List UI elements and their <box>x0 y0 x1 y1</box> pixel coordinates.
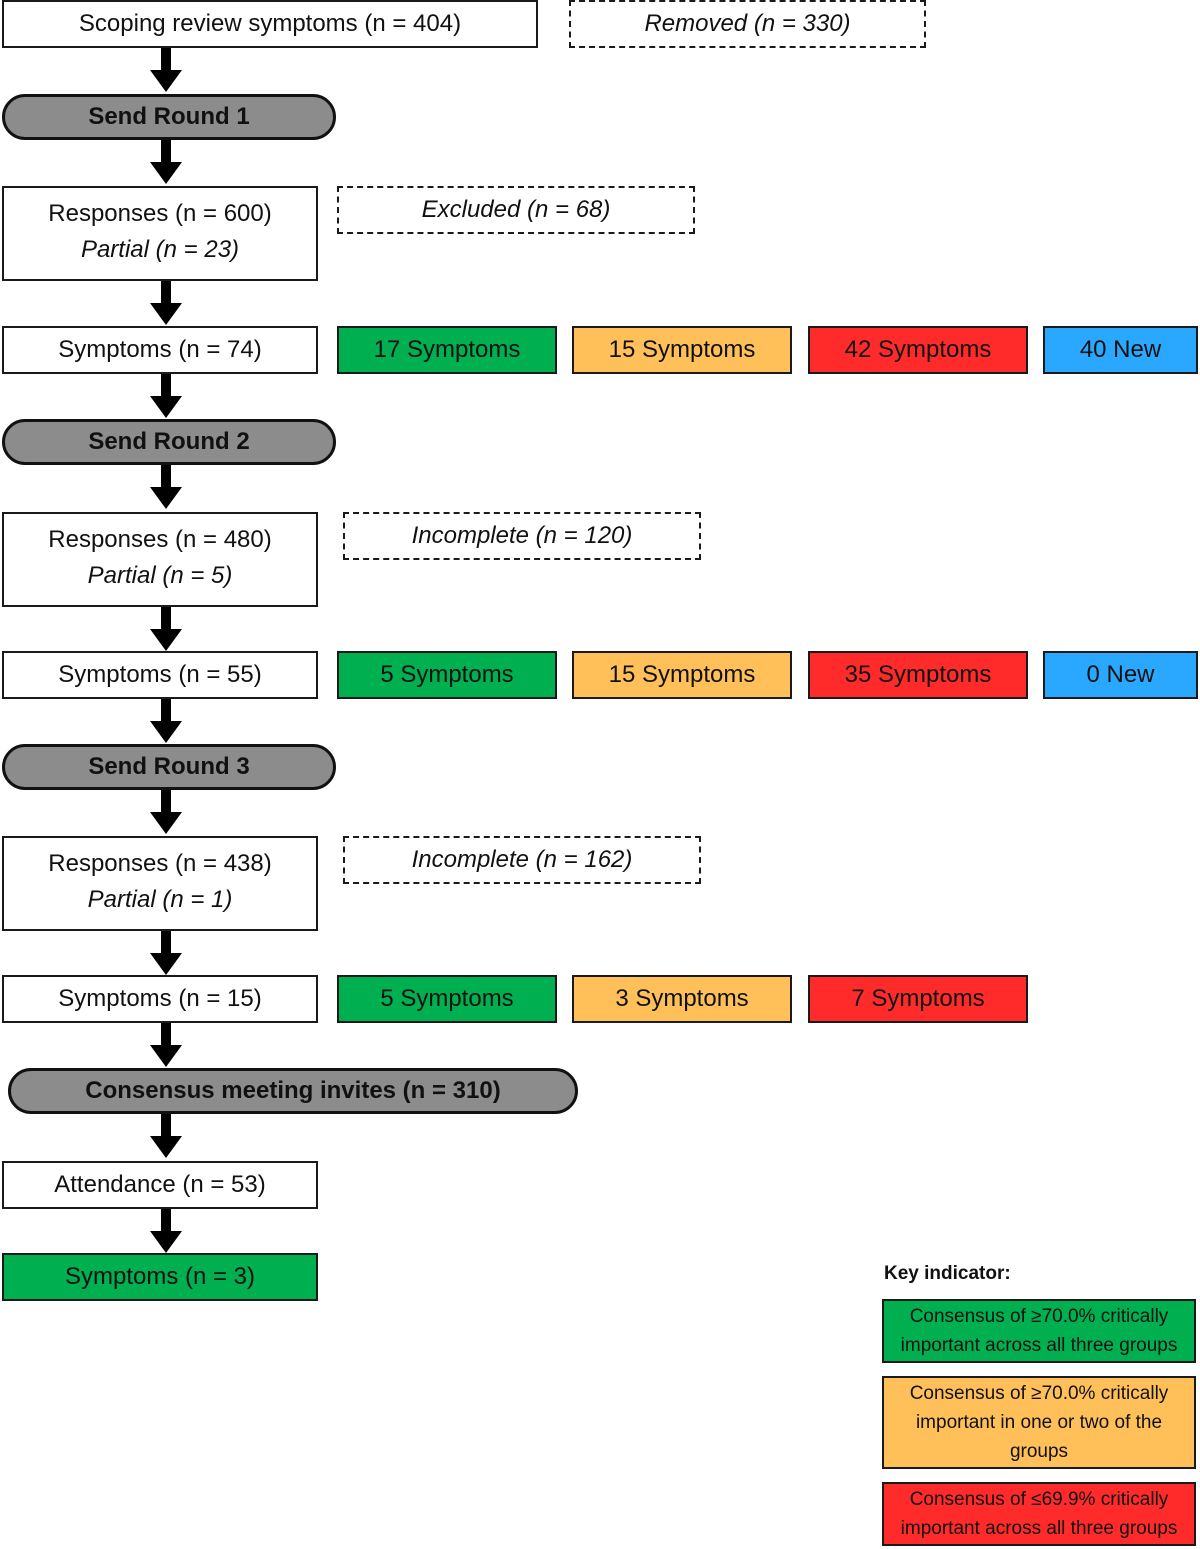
round2-red-box: 35 Symptoms <box>808 651 1028 699</box>
round2-partial-label: Partial (n = 5) <box>87 562 233 589</box>
key-green-box: Consensus of ≥70.0% critically important… <box>882 1299 1196 1363</box>
round1-partial-label: Partial (n = 23) <box>80 236 240 263</box>
arrow-down-icon <box>150 140 182 184</box>
round3-incomplete-label: Incomplete (n = 162) <box>411 846 633 873</box>
round1-orange-label: 15 Symptoms <box>608 336 756 363</box>
round3-orange-label: 3 Symptoms <box>615 985 749 1012</box>
round1-excluded-box: Excluded (n = 68) <box>337 186 695 234</box>
round2-new-box: 0 New <box>1043 651 1198 699</box>
round2-green-box: 5 Symptoms <box>337 651 557 699</box>
arrow-down-icon <box>150 465 182 509</box>
send-round-1: Send Round 1 <box>2 94 336 140</box>
round1-symptoms-label: Symptoms (n = 74) <box>58 336 262 363</box>
arrow-down-icon <box>150 374 182 418</box>
round2-orange-label: 15 Symptoms <box>608 661 756 688</box>
removed-box: Removed (n = 330) <box>569 0 926 48</box>
round2-orange-box: 15 Symptoms <box>572 651 792 699</box>
round1-green-label: 17 Symptoms <box>373 336 521 363</box>
round2-responses-box: Responses (n = 480) Partial (n = 5) <box>2 512 318 607</box>
round1-responses-box: Responses (n = 600) Partial (n = 23) <box>2 186 318 281</box>
round1-orange-box: 15 Symptoms <box>572 326 792 374</box>
consensus-meeting-invites: Consensus meeting invites (n = 310) <box>8 1068 578 1114</box>
round1-symptoms-box: Symptoms (n = 74) <box>2 326 318 374</box>
round3-responses-label: Responses (n = 438) <box>48 850 272 877</box>
arrow-down-icon <box>150 48 182 92</box>
arrow-down-icon <box>150 1209 182 1253</box>
send-round-2-label: Send Round 2 <box>88 428 250 455</box>
round2-incomplete-label: Incomplete (n = 120) <box>411 522 633 549</box>
arrow-down-icon <box>150 281 182 325</box>
round3-red-label: 7 Symptoms <box>851 985 985 1012</box>
round3-responses-box: Responses (n = 438) Partial (n = 1) <box>2 836 318 931</box>
scoping-review-box: Scoping review symptoms (n = 404) <box>2 0 538 48</box>
send-round-2: Send Round 2 <box>2 419 336 465</box>
key-green-label: Consensus of ≥70.0% critically important… <box>900 1306 1178 1356</box>
key-red-label: Consensus of ≤69.9% critically important… <box>900 1489 1178 1539</box>
round2-symptoms-box: Symptoms (n = 55) <box>2 651 318 699</box>
round3-red-box: 7 Symptoms <box>808 975 1028 1023</box>
round1-new-box: 40 New <box>1043 326 1198 374</box>
attendance-label: Attendance (n = 53) <box>54 1171 266 1198</box>
arrow-down-icon <box>150 607 182 651</box>
key-orange-box: Consensus of ≥70.0% critically important… <box>882 1376 1196 1469</box>
round1-green-box: 17 Symptoms <box>337 326 557 374</box>
round3-symptoms-label: Symptoms (n = 15) <box>58 985 262 1012</box>
round3-green-box: 5 Symptoms <box>337 975 557 1023</box>
send-round-3-label: Send Round 3 <box>88 753 250 780</box>
round2-red-label: 35 Symptoms <box>844 661 992 688</box>
scoping-review-label: Scoping review symptoms (n = 404) <box>78 10 462 37</box>
attendance-box: Attendance (n = 53) <box>2 1161 318 1209</box>
round3-green-label: 5 Symptoms <box>380 985 514 1012</box>
arrow-down-icon <box>150 699 182 743</box>
round1-excluded-label: Excluded (n = 68) <box>421 196 611 223</box>
key-orange-label: Consensus of ≥70.0% critically important… <box>909 1383 1169 1462</box>
key-title: Key indicator: <box>884 1263 1011 1284</box>
round2-new-label: 0 New <box>1086 661 1155 688</box>
arrow-down-icon <box>150 931 182 975</box>
round2-symptoms-label: Symptoms (n = 55) <box>58 661 262 688</box>
round3-orange-box: 3 Symptoms <box>572 975 792 1023</box>
final-symptoms-box: Symptoms (n = 3) <box>2 1253 318 1301</box>
send-round-1-label: Send Round 1 <box>88 103 250 130</box>
final-symptoms-label: Symptoms (n = 3) <box>64 1263 256 1290</box>
round3-incomplete-box: Incomplete (n = 162) <box>343 836 701 884</box>
round1-new-label: 40 New <box>1079 336 1162 363</box>
arrow-down-icon <box>150 1023 182 1067</box>
round3-symptoms-box: Symptoms (n = 15) <box>2 975 318 1023</box>
round1-red-box: 42 Symptoms <box>808 326 1028 374</box>
round2-responses-label: Responses (n = 480) <box>48 526 272 553</box>
round1-red-label: 42 Symptoms <box>844 336 992 363</box>
round3-partial-label: Partial (n = 1) <box>87 886 233 913</box>
key-red-box: Consensus of ≤69.9% critically important… <box>882 1482 1196 1546</box>
removed-label: Removed (n = 330) <box>644 10 851 37</box>
send-round-3: Send Round 3 <box>2 744 336 790</box>
round1-responses-label: Responses (n = 600) <box>48 200 272 227</box>
consensus-meeting-label: Consensus meeting invites (n = 310) <box>85 1077 501 1104</box>
arrow-down-icon <box>150 1114 182 1158</box>
round2-green-label: 5 Symptoms <box>380 661 514 688</box>
round2-incomplete-box: Incomplete (n = 120) <box>343 512 701 560</box>
arrow-down-icon <box>150 790 182 834</box>
